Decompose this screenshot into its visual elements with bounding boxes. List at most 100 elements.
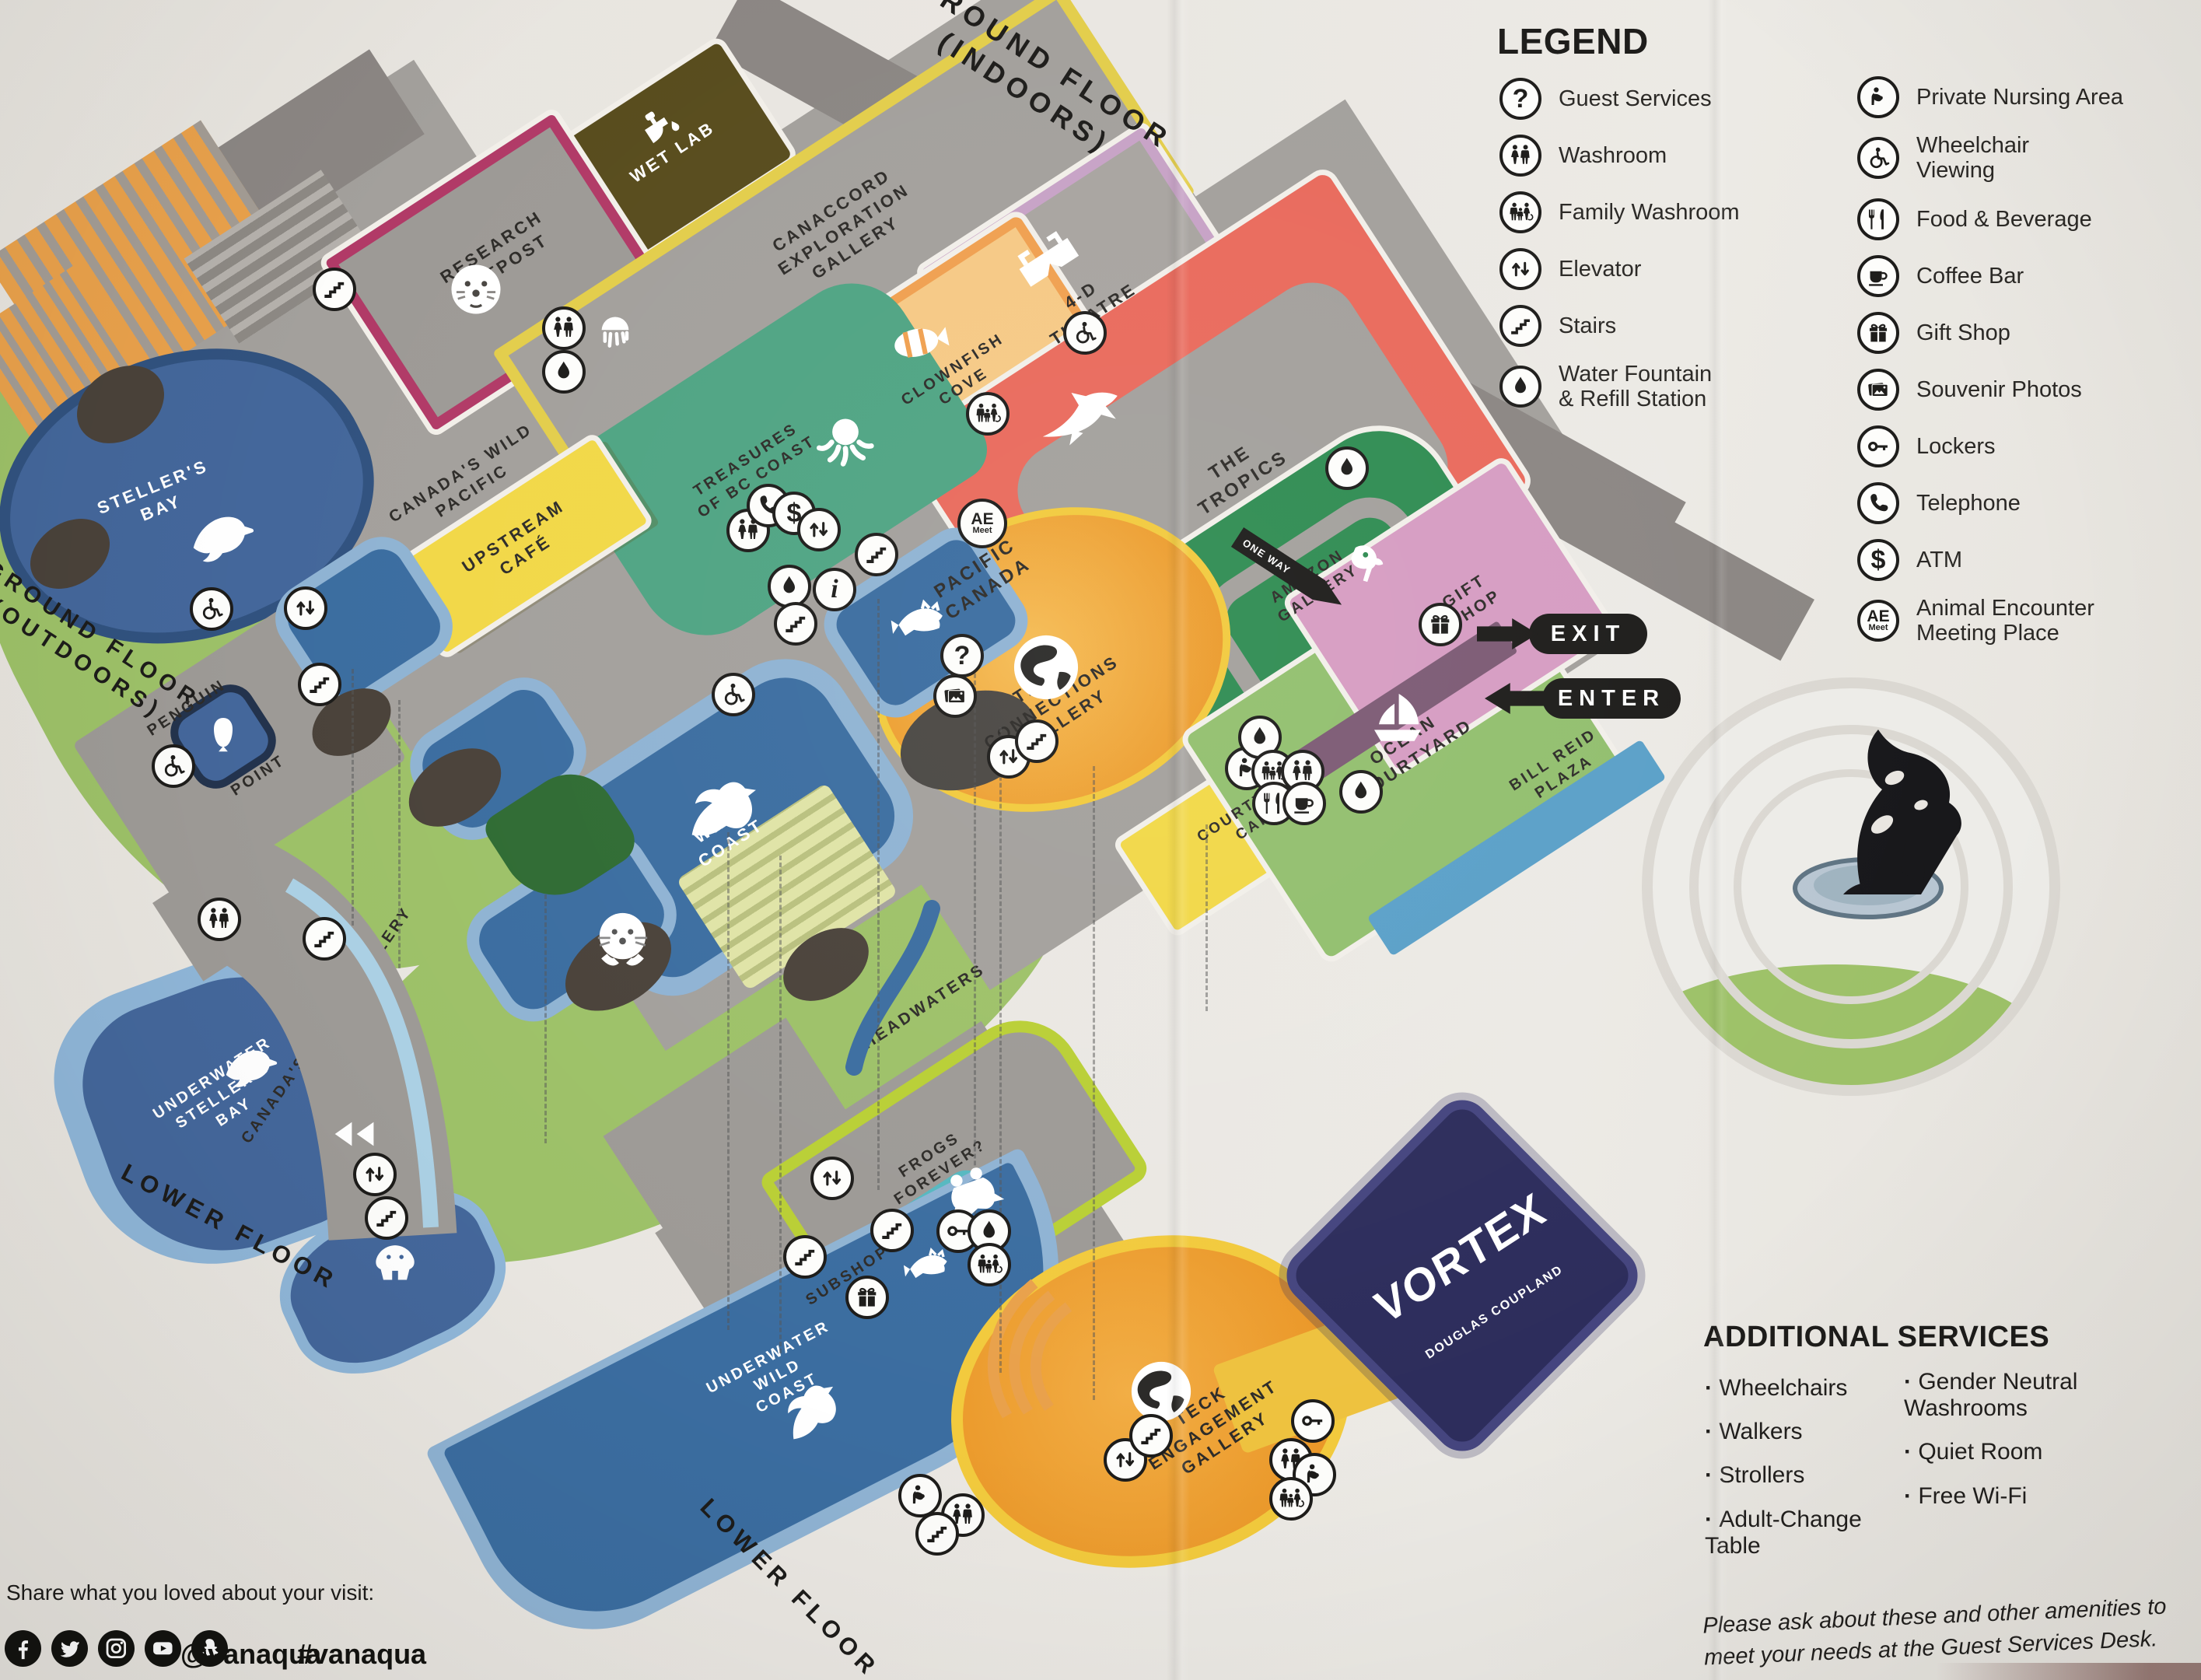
legend-item-label: Stairs: [1559, 313, 1617, 338]
amphitheatre-arc: [1030, 1302, 1073, 1412]
glasses3d-icon: [997, 210, 1100, 313]
food-icon: [1857, 198, 1899, 240]
gift-icon: [1419, 603, 1462, 646]
walrus-icon: [363, 1232, 427, 1296]
service-item: Strollers: [1705, 1462, 1899, 1489]
jellyfish-icon: [587, 306, 643, 362]
stairs-icon: [1499, 305, 1541, 347]
stairs-icon: [313, 268, 356, 311]
service-item: Gender Neutral Washrooms: [1904, 1369, 2161, 1422]
legend-item-label: Gift Shop: [1916, 320, 2010, 345]
water-icon: [1339, 770, 1383, 814]
legend-item-label: Food & Beverage: [1916, 206, 2092, 232]
legend-title: LEGEND: [1497, 21, 1649, 61]
legend-item: Food & Beverage: [1857, 198, 2123, 240]
floor-projection-line: [727, 832, 730, 1330]
photos-icon: [1857, 368, 1899, 411]
coffee-icon: [1282, 782, 1326, 825]
legend-item: Private Nursing Area: [1857, 76, 2123, 118]
rockfish-icon: [883, 582, 960, 659]
washroom-icon: [1499, 135, 1541, 177]
social-prompt: Share what you loved about your visit:: [6, 1580, 375, 1605]
floor-projection-line: [1093, 766, 1095, 1400]
legend-item-label: Elevator: [1559, 256, 1642, 282]
legend-item-label: Private Nursing Area: [1916, 84, 2123, 110]
key-icon: [1291, 1399, 1335, 1443]
youtube-icon: [145, 1630, 181, 1667]
services-column-1: WheelchairsWalkersStrollersAdult-Change …: [1705, 1375, 1899, 1577]
floor-projection-line: [398, 700, 401, 968]
gift-icon: [1857, 311, 1899, 354]
question-icon: ?: [940, 634, 984, 677]
nursing-icon: [1293, 1453, 1336, 1496]
wheelchair-icon: [712, 673, 755, 716]
wheelchair-icon: [190, 587, 233, 631]
amphitheatre-arc: [987, 1279, 1038, 1419]
legend-item-label: Guest Services: [1559, 86, 1712, 111]
legend-item: Elevator: [1499, 248, 1740, 290]
legend-item-label: Coffee Bar: [1916, 263, 2024, 289]
floor-projection-line: [544, 894, 547, 1143]
faucet-icon: [625, 90, 696, 161]
stairs-icon: [1129, 1414, 1173, 1458]
floor-projection-line: [999, 727, 1002, 1373]
elevator-icon: [1499, 248, 1541, 290]
floor-projection-line: [1205, 824, 1208, 1011]
sea-lion-icon: [171, 486, 272, 587]
dolphin-icon: [679, 767, 776, 864]
key-icon: [1857, 425, 1899, 467]
water-icon: [542, 350, 586, 394]
frog-icon: [926, 1147, 1018, 1239]
legend-item: Wheelchair Viewing: [1857, 133, 2123, 184]
stairs-icon: [298, 663, 341, 706]
legend-item-label: Souvenir Photos: [1916, 376, 2082, 402]
elevator-icon: [284, 586, 327, 630]
facebook-icon: [5, 1630, 41, 1667]
elevator-icon: [797, 508, 841, 551]
legend-item: Family Washroom: [1499, 191, 1740, 233]
otter-icon: [443, 256, 509, 323]
service-item: Walkers: [1705, 1419, 1899, 1445]
family-washroom-icon: [1499, 191, 1541, 233]
legend-item: Gift Shop: [1857, 311, 2123, 354]
stairs-icon: [870, 1209, 914, 1252]
legend-item: Coffee Bar: [1857, 254, 2123, 297]
washroom-icon: [198, 898, 241, 941]
legend-item: Washroom: [1499, 135, 1740, 177]
family-icon: [966, 392, 1010, 436]
water-icon: [1499, 366, 1541, 408]
service-item: Free Wi-Fi: [1904, 1483, 2161, 1510]
stairs-icon: [783, 1235, 827, 1279]
legend-item: Water Fountain & Refill Station: [1499, 362, 1740, 412]
floor-projection-line: [352, 669, 354, 926]
service-item: Quiet Room: [1904, 1439, 2161, 1465]
floor-projection-line: [877, 599, 880, 1190]
stairs-icon: [915, 1512, 959, 1556]
legend-item: Souvenir Photos: [1857, 368, 2123, 411]
washroom-icon: [542, 306, 586, 350]
services-column-2: Gender Neutral WashroomsQuiet RoomFree W…: [1904, 1369, 2161, 1527]
shark-icon: [1017, 355, 1145, 484]
coffee-icon: [1857, 254, 1899, 297]
exit-sign: EXIT: [1529, 614, 1647, 654]
nursing-icon: [1857, 76, 1899, 118]
legend-item-label: Washroom: [1559, 142, 1667, 168]
legend-item-label: Telephone: [1916, 490, 2021, 516]
sea-lion-icon: [210, 1027, 291, 1108]
legend-item-label: Family Washroom: [1559, 199, 1740, 225]
bill-reid-plaza: [1642, 677, 2060, 1096]
legend-item-label: Water Fountain & Refill Station: [1559, 362, 1713, 412]
sailboat-icon: [1360, 684, 1435, 759]
legend-item: ?Guest Services: [1499, 78, 1740, 120]
wheelchair-icon: [152, 744, 195, 788]
legend-item: Telephone: [1857, 481, 2123, 524]
family-icon: [1269, 1477, 1313, 1521]
elevator-icon: [353, 1153, 397, 1196]
amphitheatre-arc: [1009, 1290, 1055, 1415]
